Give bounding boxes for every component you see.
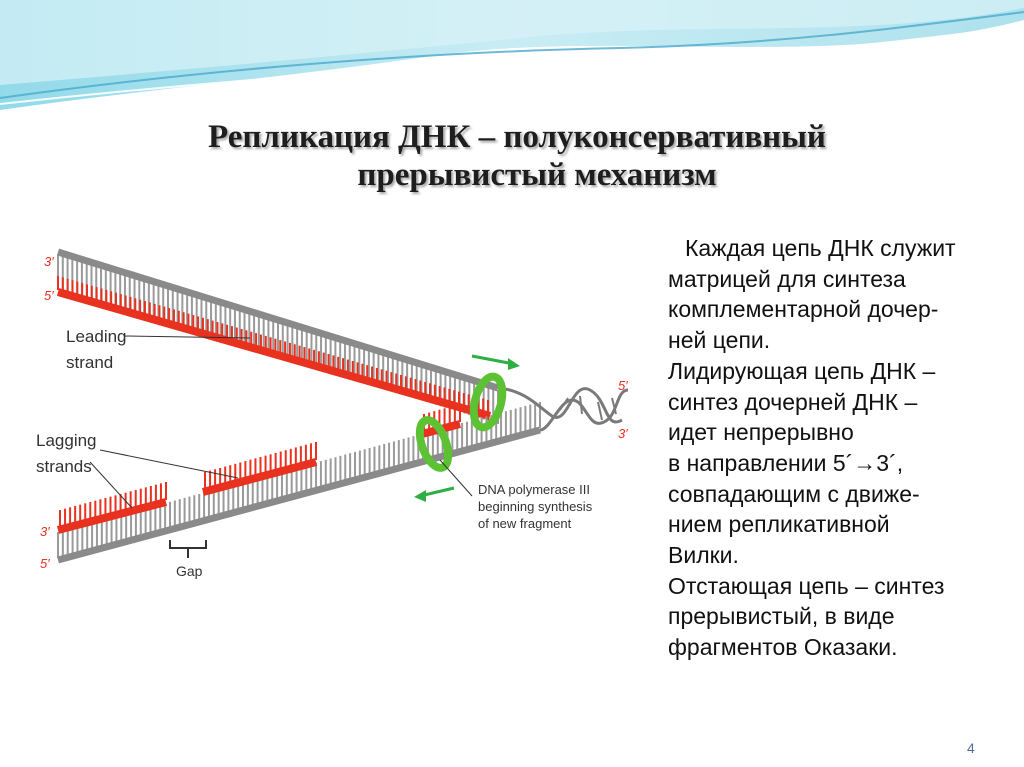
- text-line: совпадающим с движе-: [668, 480, 920, 507]
- lagging-fragment-2: [201, 458, 318, 496]
- page-number: 4: [967, 740, 975, 756]
- label-right-3prime: 3′: [618, 426, 628, 441]
- lagging-fragment-1: [56, 498, 168, 534]
- double-helix: [497, 386, 629, 432]
- text-line: Каждая цепь ДНК служит: [685, 235, 956, 261]
- leading-callout-line: [123, 335, 251, 339]
- label-polymerase-1: DNA polymerase III: [478, 482, 590, 497]
- polymerase-callout-line: [439, 459, 473, 497]
- dna-replication-diagram: 3′ 5′ Leading strand Lagging strands 3′ …: [20, 230, 642, 598]
- label-polymerase-2: beginning synthesis: [478, 499, 593, 514]
- text-line: прерывистый, в виде: [668, 603, 895, 630]
- text-line: фрагментов Оказаки.: [668, 634, 898, 661]
- leading-direction-arrow: [471, 354, 520, 370]
- text-line: матрицей для синтеза: [668, 265, 906, 292]
- leading-polymerase: [469, 372, 507, 432]
- gap-bracket: [169, 540, 207, 558]
- lagging-direction-arrow: [414, 486, 455, 502]
- label-leading-2: strand: [66, 353, 113, 372]
- lagging-callout-line-2: [99, 449, 239, 479]
- lower-template-backbone: [57, 426, 541, 564]
- label-polymerase-3: of new fragment: [478, 516, 572, 531]
- label-lagging-1: Lagging: [36, 431, 97, 450]
- upper-template-backbone: [56, 248, 500, 392]
- text-line: в направлении 5´→3´,: [668, 449, 904, 476]
- text-line: ней цепи.: [668, 327, 771, 354]
- text-line: синтез дочерней ДНК –: [668, 388, 918, 415]
- lagging-polymerase: [415, 416, 453, 472]
- text-line: нием репликативной: [668, 511, 890, 538]
- label-bottom-5prime: 5′: [40, 556, 50, 571]
- text-line: Лидирующая цепь ДНК –: [668, 357, 936, 384]
- label-leading-1: Leading: [66, 327, 127, 346]
- label-top-5prime: 5′: [44, 288, 54, 303]
- explanation-text: Каждая цепь ДНК служит матрицей для синт…: [668, 233, 1018, 663]
- label-lagging-2: strands: [36, 457, 92, 476]
- text-line: Отстающая цепь – синтез: [668, 572, 945, 599]
- header-wave-decoration: [0, 0, 1024, 110]
- text-line: Вилки.: [668, 542, 739, 569]
- title-line-1: Репликация ДНК – полуконсервативный: [208, 119, 826, 155]
- label-gap: Gap: [176, 563, 203, 579]
- text-line: идет непрерывно: [668, 419, 854, 446]
- label-top-3prime: 3′: [44, 254, 54, 269]
- lagging-callout-line-1: [89, 461, 133, 509]
- label-bottom-3prime: 3′: [40, 524, 50, 539]
- slide-title: Репликация ДНК – полуконсервативный прер…: [0, 118, 1024, 194]
- leading-strand-new: [56, 288, 492, 420]
- title-line-2: прерывистый механизм: [357, 157, 717, 193]
- label-right-5prime: 5′: [618, 378, 628, 393]
- lower-template-teeth: [57, 402, 541, 558]
- text-line: комплементарной дочер-: [668, 296, 939, 323]
